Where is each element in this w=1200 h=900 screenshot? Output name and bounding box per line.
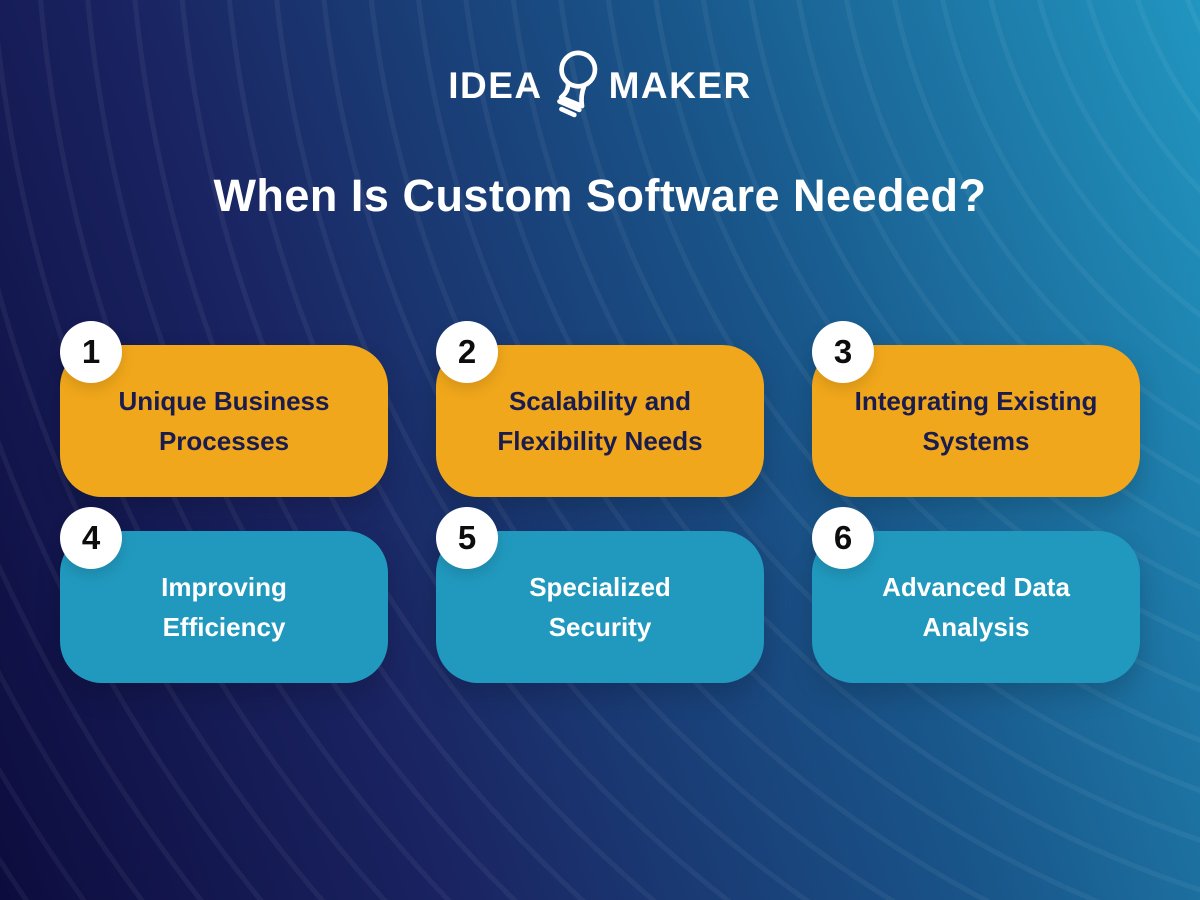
logo-text-idea: IDEA (448, 65, 543, 106)
reasons-grid: 1 Unique Business Processes 2 Scalabilit… (60, 321, 1140, 683)
card-specialized-security: 5 Specialized Security (436, 507, 764, 683)
card-label: Improving Efficiency (143, 567, 305, 647)
number-badge: 1 (60, 321, 122, 383)
card-unique-business-processes: 1 Unique Business Processes (60, 321, 388, 497)
number-badge: 4 (60, 507, 122, 569)
card-integrating-existing-systems: 3 Integrating Existing Systems (812, 321, 1140, 497)
number-badge: 2 (436, 321, 498, 383)
card-label-line1: Integrating Existing (854, 386, 1098, 416)
card-label-line2: Processes (158, 426, 290, 456)
page-title: When Is Custom Software Needed? (213, 170, 987, 221)
card-label-line1: Specialized (529, 572, 671, 602)
lightbulb-icon (556, 50, 597, 118)
logo-text-maker: MAKER (608, 65, 752, 106)
card-label: Advanced Data Analysis (864, 567, 1088, 647)
card-label: Scalability and Flexibility Needs (479, 381, 720, 461)
card-scalability-flexibility: 2 Scalability and Flexibility Needs (436, 321, 764, 497)
card-label-line2: Efficiency (162, 612, 286, 642)
number-badge: 3 (812, 321, 874, 383)
card-label-line2: Systems (922, 426, 1030, 456)
card-label-line2: Flexibility Needs (497, 426, 703, 456)
number-badge: 6 (812, 507, 874, 569)
idea-maker-logo: IDEA MAKER (0, 50, 1200, 122)
card-label-line1: Advanced Data (882, 572, 1070, 602)
card-label: Unique Business Processes (101, 381, 348, 461)
card-improving-efficiency: 4 Improving Efficiency (60, 507, 388, 683)
card-label: Specialized Security (511, 567, 689, 647)
card-label-line1: Improving (161, 572, 287, 602)
card-label-line2: Analysis (922, 612, 1030, 642)
number-badge: 5 (436, 507, 498, 569)
card-label-line1: Unique Business (118, 386, 330, 416)
card-advanced-data-analysis: 6 Advanced Data Analysis (812, 507, 1140, 683)
card-label: Integrating Existing Systems (837, 381, 1116, 461)
card-label-line2: Security (548, 612, 652, 642)
card-label-line1: Scalability and (508, 386, 692, 416)
